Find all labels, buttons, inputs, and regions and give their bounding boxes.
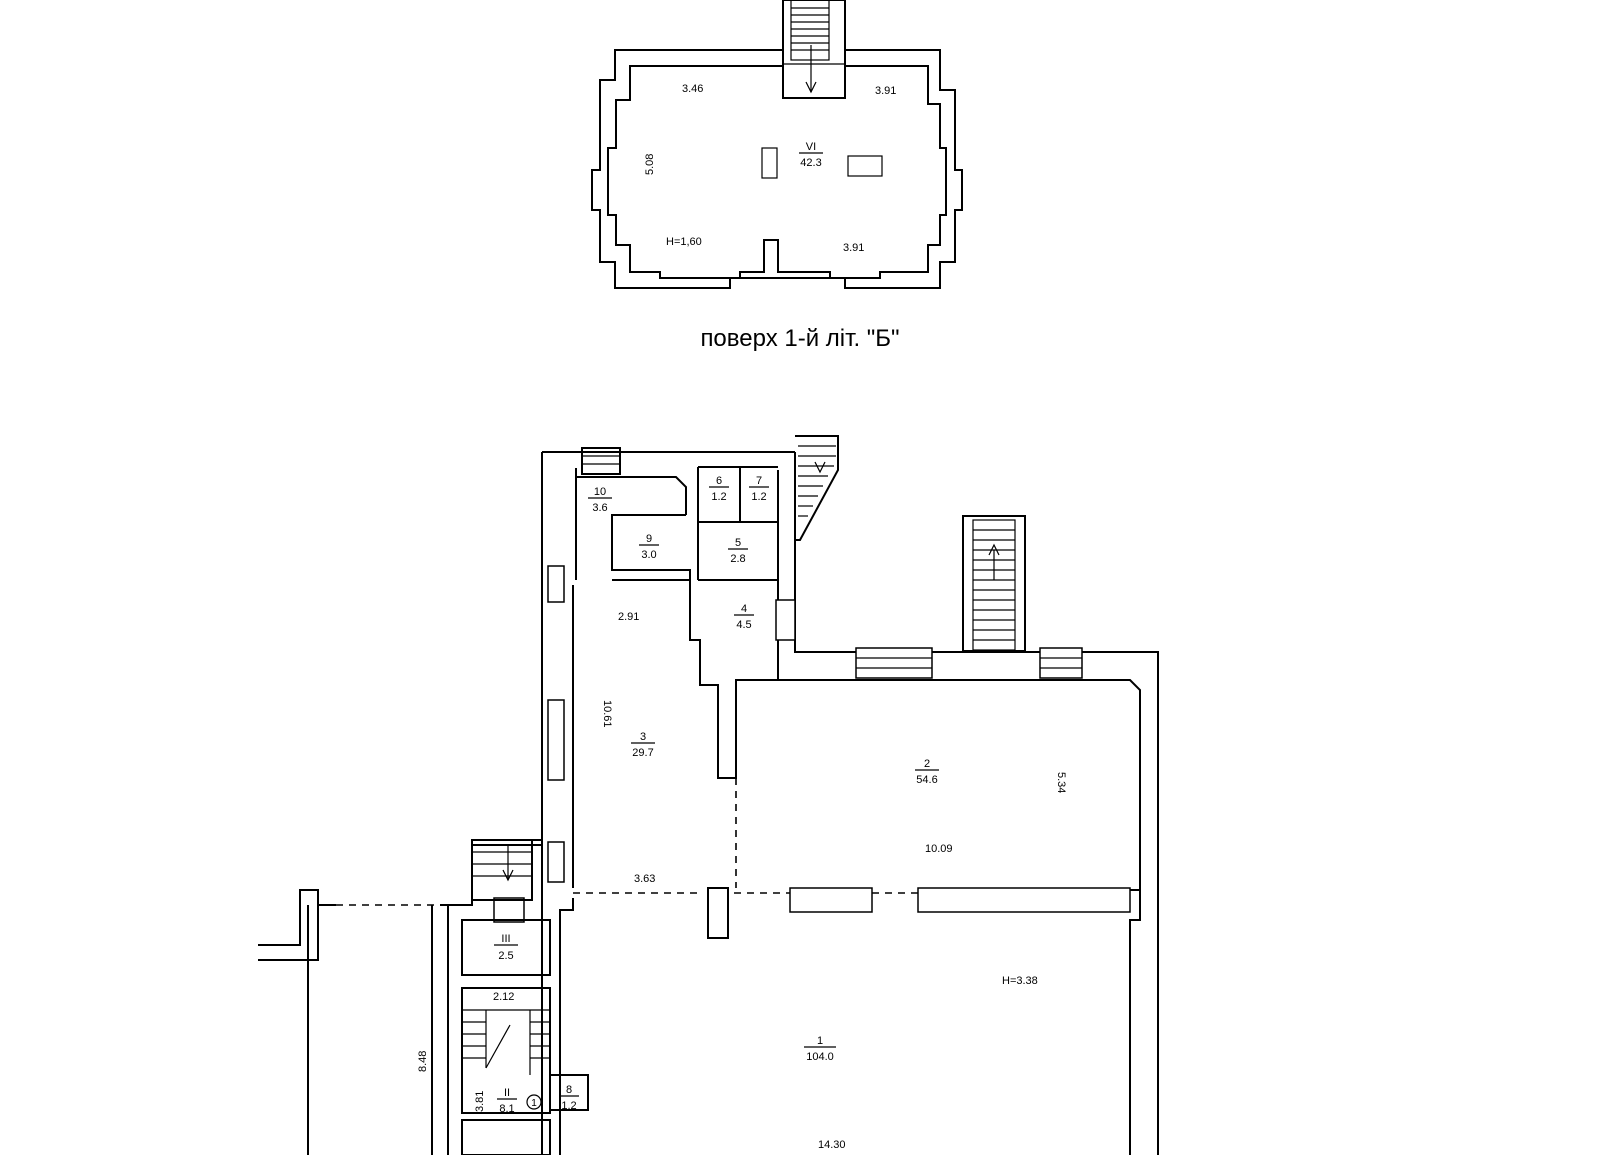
upper-column-right xyxy=(847,155,883,177)
room-4-number: 4 xyxy=(741,603,747,615)
upper-floor-caption: поверх 1-й літ. "Б" xyxy=(700,325,899,352)
marker-number: 1 xyxy=(531,1098,537,1109)
lower-stair-top-right xyxy=(795,435,839,541)
room-1-area: 104.0 xyxy=(806,1051,834,1063)
lower-room3-left-wall xyxy=(559,585,574,1155)
lower-right-outer-wall xyxy=(794,452,1159,1155)
room-10-number: 10 xyxy=(594,486,606,498)
dim-5-34: 5.34 xyxy=(1055,772,1067,793)
lower-pillar xyxy=(707,887,729,939)
room-5-number: 5 xyxy=(735,537,741,549)
room-ii-number: II xyxy=(504,1087,510,1099)
room-10-area: 3.6 xyxy=(592,502,607,514)
room-iii-number: III xyxy=(501,933,510,945)
upper-room-vi-area: 42.3 xyxy=(800,157,821,169)
dim-10-09: 10.09 xyxy=(925,843,953,855)
ceiling-height-lower: H=3.38 xyxy=(1002,975,1038,987)
upper-dim-top-right: 3.91 xyxy=(875,85,896,97)
room-7-area: 1.2 xyxy=(751,491,766,503)
room-4-area: 4.5 xyxy=(736,619,751,631)
room-8-area: 1.2 xyxy=(561,1100,576,1112)
lower-windows xyxy=(493,565,1131,923)
upper-inner-wall xyxy=(607,65,947,279)
lower-stair-right xyxy=(962,515,1026,652)
dim-14-30: 14.30 xyxy=(818,1139,846,1151)
dim-8-48: 8.48 xyxy=(417,1051,429,1072)
lower-right-inner-wall xyxy=(611,470,1141,1155)
room-1-number: 1 xyxy=(817,1035,823,1047)
upper-floor-plan: 3.46 3.91 5.08 VI 42.3 H=1,60 3.91 xyxy=(591,0,963,289)
lower-small-rooms xyxy=(576,466,778,581)
dim-2-12: 2.12 xyxy=(493,991,514,1003)
lower-floor-plan: 10 3.6 6 1.2 7 1.2 9 3.0 5 2.8 4 4.5 2.9… xyxy=(258,435,1159,1155)
room-ii-area: 8.1 xyxy=(499,1103,514,1115)
room-8-number: 8 xyxy=(566,1084,572,1096)
upper-dim-top-left: 3.46 xyxy=(682,83,703,95)
dim-10-61: 10.61 xyxy=(601,700,613,728)
dim-3-81: 3.81 xyxy=(474,1091,486,1112)
room-5-area: 2.8 xyxy=(730,553,745,565)
upper-outer-wall xyxy=(591,48,963,289)
lower-marker-circle xyxy=(526,1094,542,1110)
room-3-number: 3 xyxy=(640,731,646,743)
room-2-area: 54.6 xyxy=(916,774,937,786)
dim-3-63: 3.63 xyxy=(634,873,655,885)
room-iii-area: 2.5 xyxy=(498,950,513,962)
room-9-number: 9 xyxy=(646,533,652,545)
lower-outer-wall xyxy=(471,451,795,1155)
room-2-number: 2 xyxy=(924,758,930,770)
dim-2-91: 2.91 xyxy=(618,611,639,623)
lower-stair-top-left xyxy=(581,447,621,475)
room-6-number: 6 xyxy=(716,475,722,487)
lower-left-annex xyxy=(258,839,589,1155)
upper-room-vi-number: VI xyxy=(806,141,816,153)
upper-column-left xyxy=(761,147,778,179)
upper-dim-left-vertical: 5.08 xyxy=(644,154,656,175)
upper-stair xyxy=(782,0,846,99)
room-3-area: 29.7 xyxy=(632,747,653,759)
upper-dim-bottom-right: 3.91 xyxy=(843,242,864,254)
upper-ceiling-height: H=1,60 xyxy=(666,236,702,248)
room-7-number: 7 xyxy=(756,475,762,487)
room-6-area: 1.2 xyxy=(711,491,726,503)
room-9-area: 3.0 xyxy=(641,549,656,561)
